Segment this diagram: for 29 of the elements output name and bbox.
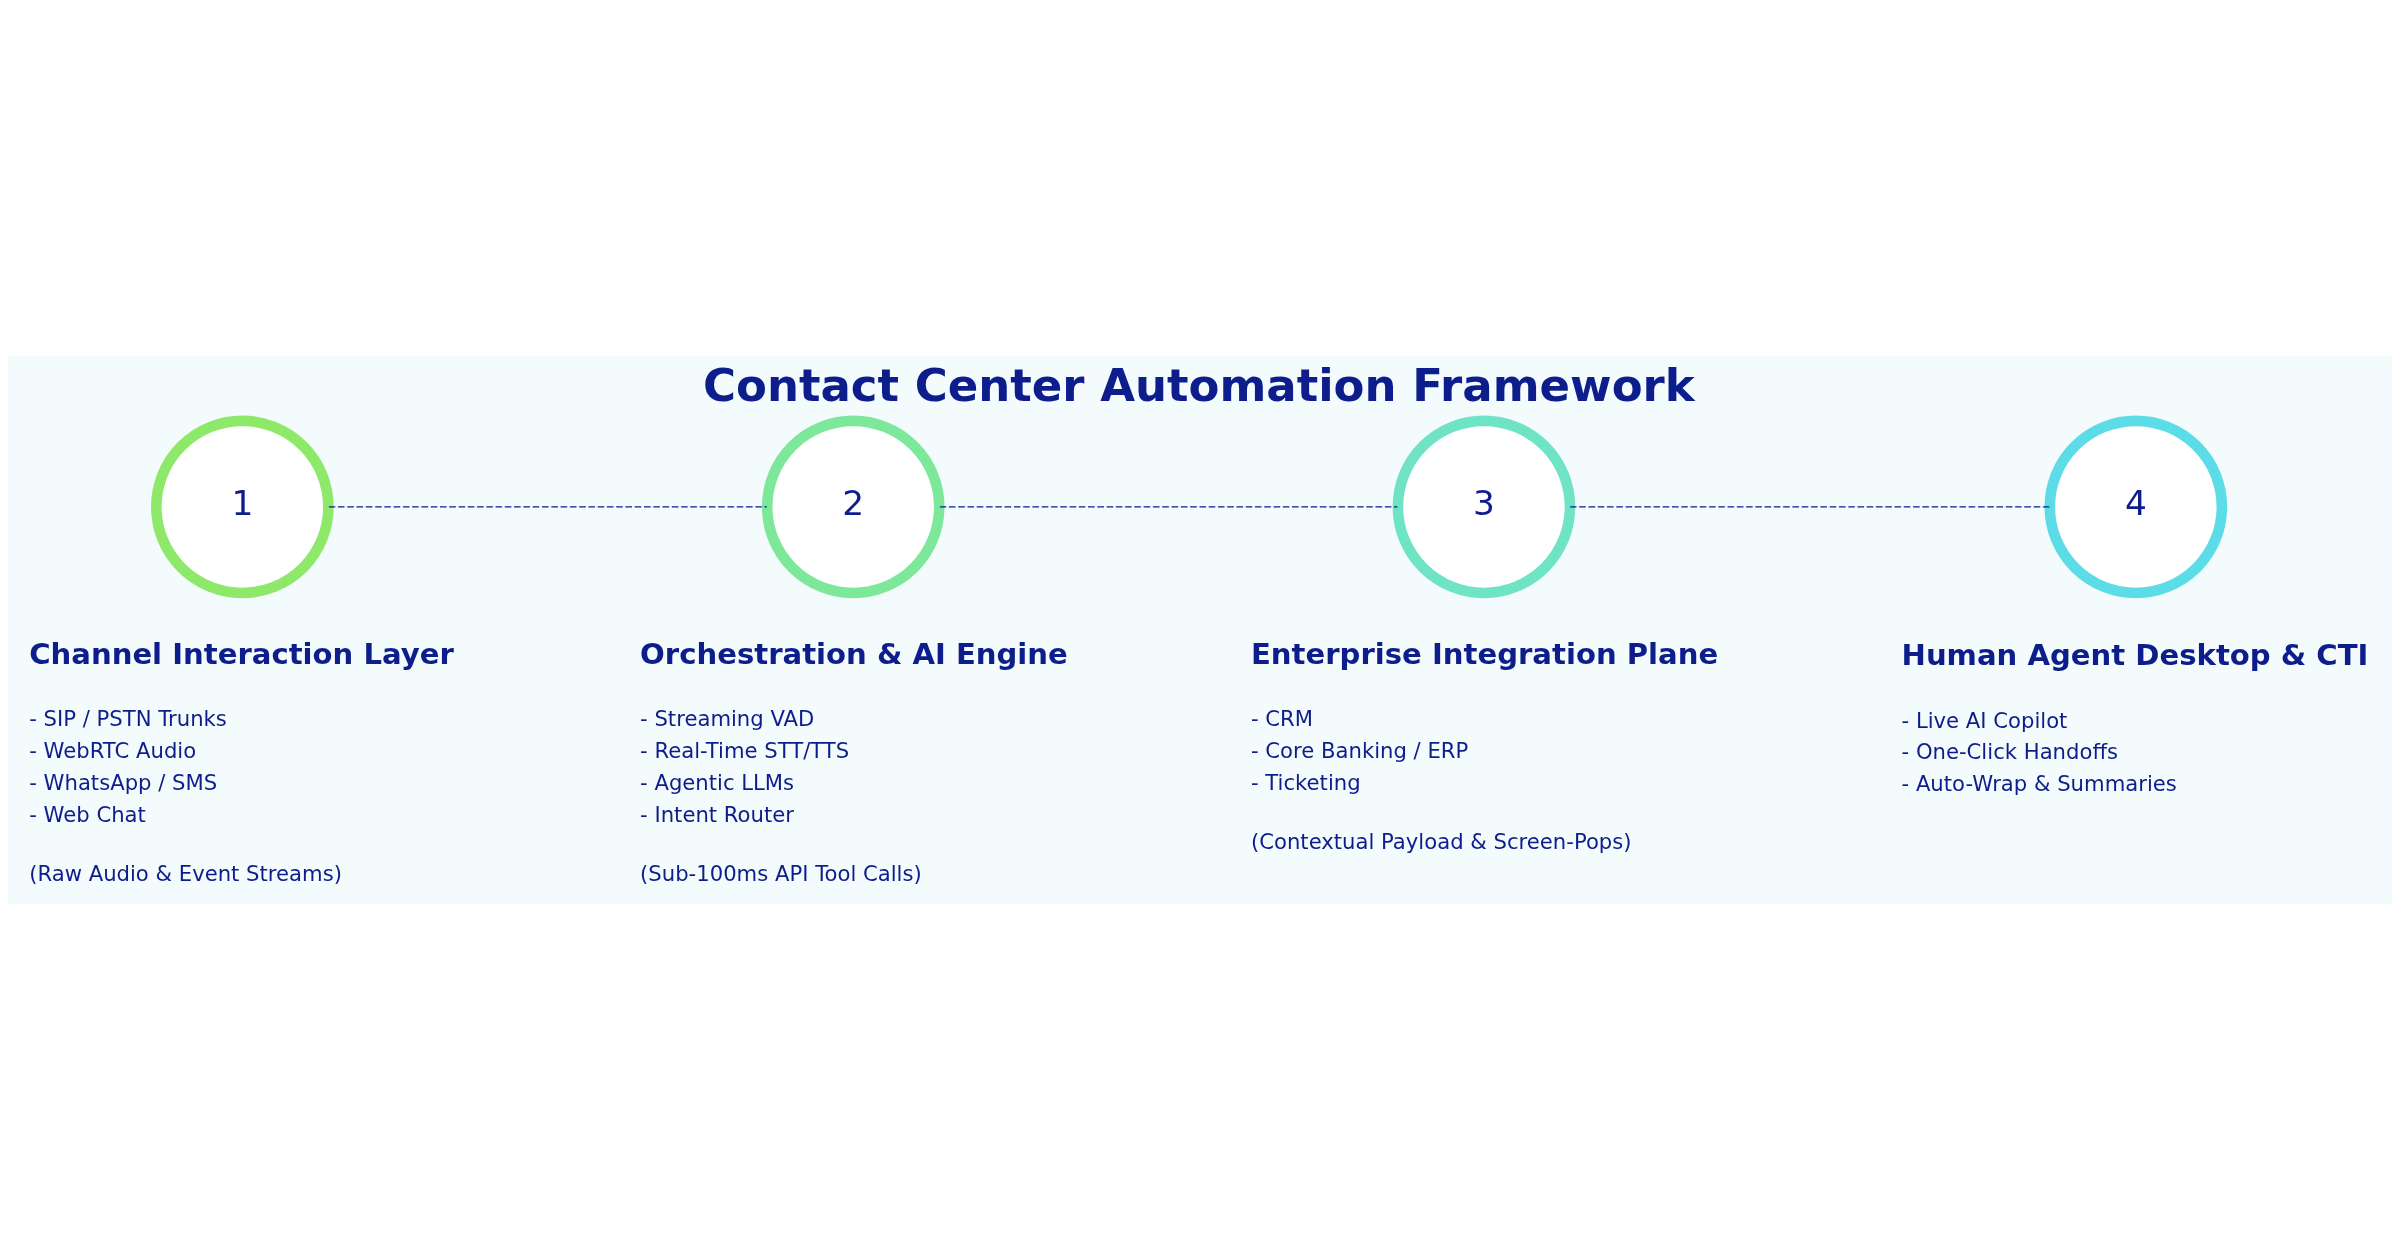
node-label: - Intent Router [640, 801, 794, 827]
node-circle: 3 [1392, 415, 1576, 599]
node-label: - Ticketing [1250, 769, 1361, 795]
node-label: - Live AI Copilot [1901, 707, 2068, 733]
connector [939, 506, 1399, 508]
node-label: Channel Interaction Layer [29, 636, 454, 671]
node-label: - Web Chat [29, 801, 146, 827]
node-label: - Auto-Wrap & Summaries [1901, 771, 2177, 797]
node-label: (Sub-100ms API Tool Calls) [640, 861, 922, 887]
node-label: (Contextual Payload & Screen-Pops) [1250, 829, 1632, 855]
connector [328, 506, 768, 508]
node-label: - Real-Time STT/TTS [640, 738, 850, 764]
node-label: - One-Click Handoffs [1901, 739, 2119, 765]
node-label: - Core Banking / ERP [1250, 738, 1469, 764]
node-label: - Agentic LLMs [640, 769, 795, 795]
node-label: - SIP / PSTN Trunks [29, 706, 227, 732]
diagram-title: Contact Center Automation Framework [702, 359, 1695, 413]
node-label: Human Agent Desktop & CTI [1901, 638, 2369, 673]
connector [1569, 506, 2051, 508]
node-label: Enterprise Integration Plane [1250, 636, 1719, 671]
node-label: - WhatsApp / SMS [29, 769, 218, 795]
node-label: - WebRTC Audio [29, 738, 197, 764]
node-label: (Raw Audio & Event Streams) [29, 861, 342, 887]
node-label: - Streaming VAD [640, 706, 815, 732]
node-circle: 4 [2044, 415, 2228, 599]
node-circle: 2 [761, 415, 945, 599]
node-label: Orchestration & AI Engine [640, 636, 1068, 671]
node-label: - CRM [1250, 706, 1314, 732]
node-circle: 1 [151, 415, 334, 599]
